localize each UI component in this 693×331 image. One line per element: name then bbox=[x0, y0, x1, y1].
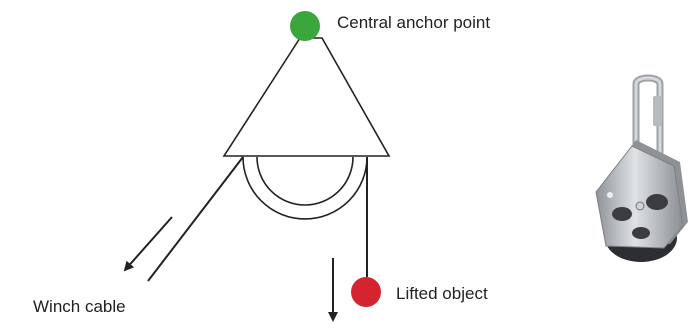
anchor-point-label: Central anchor point bbox=[337, 13, 491, 32]
anchor-point-marker bbox=[290, 11, 320, 41]
lifted-object-label: Lifted object bbox=[396, 284, 488, 303]
pulley-block-icon bbox=[595, 74, 688, 262]
winch-rope bbox=[147, 156, 244, 282]
pulley-housing bbox=[222, 37, 391, 157]
winch-cable-label: Winch cable bbox=[33, 297, 126, 316]
lifted-object-marker bbox=[351, 277, 381, 307]
pulley-wheel bbox=[242, 156, 368, 220]
winch-direction-arrow bbox=[123, 216, 173, 272]
